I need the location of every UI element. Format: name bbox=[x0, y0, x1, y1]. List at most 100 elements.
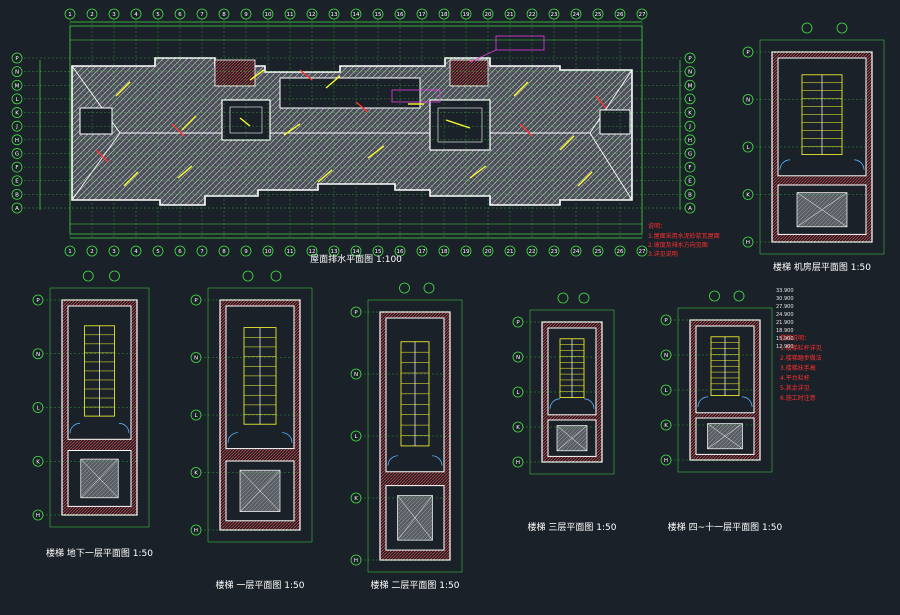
roof-axis-left-M: M bbox=[11, 79, 23, 91]
general-note-6: 6.施工时注意 bbox=[780, 394, 816, 402]
stair-1-axis-N: N bbox=[32, 348, 44, 360]
stair-5-axis-H: H bbox=[660, 454, 672, 466]
stair-0-axis-H: H bbox=[742, 236, 754, 248]
roof-axis-right-E: E bbox=[684, 175, 696, 187]
roof-axis-top-15: 15 bbox=[372, 8, 384, 20]
svg-text:P: P bbox=[516, 320, 520, 326]
roof-axis-left-G: G bbox=[11, 148, 23, 159]
svg-text:17: 17 bbox=[419, 12, 426, 18]
svg-text:H: H bbox=[36, 513, 40, 519]
svg-text:N: N bbox=[36, 352, 40, 358]
roof-axis-bottom-24: 24 bbox=[570, 245, 582, 257]
svg-text:L: L bbox=[36, 406, 40, 412]
stair-5-axis-K: K bbox=[660, 419, 672, 431]
general-note-2: 2.楼梯踏步做法 bbox=[780, 354, 822, 362]
general-note-4: 4.平台栏杆 bbox=[780, 374, 810, 382]
roof-axis-top-26: 26 bbox=[614, 8, 626, 20]
svg-text:L: L bbox=[746, 145, 750, 151]
roof-axis-left-L: L bbox=[11, 93, 23, 105]
elevation-0: 33.900 bbox=[776, 288, 794, 294]
svg-text:H: H bbox=[15, 138, 19, 144]
svg-text:12: 12 bbox=[309, 249, 316, 255]
stair-3-axis-P: P bbox=[350, 306, 362, 318]
svg-text:22: 22 bbox=[529, 249, 536, 255]
svg-text:27: 27 bbox=[639, 12, 646, 18]
roof-axis-top-16: 16 bbox=[394, 8, 406, 20]
roof-axis-top-27: 27 bbox=[636, 8, 648, 20]
svg-text:N: N bbox=[354, 372, 358, 378]
svg-text:K: K bbox=[664, 423, 668, 429]
general-note-5: 5.其余详见 bbox=[780, 384, 810, 392]
svg-text:22: 22 bbox=[529, 12, 536, 18]
roof-axis-bottom-3: 3 bbox=[108, 245, 120, 257]
svg-text:23: 23 bbox=[551, 249, 558, 255]
roof-axis-left-J: J bbox=[11, 120, 23, 132]
general-notes: 楼梯说明： 1.楼梯栏杆详见 2.楼梯踏步做法 3.楼梯扶手高 4.平台栏杆 5… bbox=[780, 334, 822, 402]
roof-axis-bottom-26: 26 bbox=[614, 245, 626, 257]
stair-5-top-bubble bbox=[709, 290, 720, 302]
roof-axis-bottom-21: 21 bbox=[504, 245, 516, 257]
stair-0-title: 楼梯 机房层平面图 1:50 bbox=[773, 261, 871, 273]
svg-text:15: 15 bbox=[375, 249, 382, 255]
svg-text:B: B bbox=[15, 192, 19, 198]
roof-axis-bottom-13: 13 bbox=[328, 245, 340, 257]
roof-axis-top-19: 19 bbox=[460, 8, 472, 20]
svg-text:K: K bbox=[194, 471, 198, 477]
roof-axis-right-G: G bbox=[684, 148, 696, 159]
roof-axis-bottom-20: 20 bbox=[482, 245, 494, 257]
roof-axis-top-18: 18 bbox=[438, 8, 450, 20]
roof-axis-top-25: 25 bbox=[592, 8, 604, 20]
roof-axis-top-10: 10 bbox=[262, 8, 274, 20]
svg-text:26: 26 bbox=[617, 249, 624, 255]
roof-axis-bottom-2: 2 bbox=[86, 245, 98, 257]
roof-axis-bottom-25: 25 bbox=[592, 245, 604, 257]
stair-0-axis-N: N bbox=[742, 94, 754, 105]
stair-5-axis-N: N bbox=[660, 349, 672, 361]
svg-text:K: K bbox=[354, 496, 358, 502]
svg-text:1: 1 bbox=[68, 249, 72, 255]
svg-text:K: K bbox=[516, 425, 520, 431]
svg-text:H: H bbox=[516, 460, 520, 466]
svg-text:4: 4 bbox=[134, 249, 138, 255]
stair-1-title: 楼梯 地下一层平面图 1:50 bbox=[46, 547, 153, 559]
svg-text:10: 10 bbox=[265, 249, 272, 255]
roof-axis-top-14: 14 bbox=[350, 8, 362, 20]
roof-axis-bottom-7: 7 bbox=[196, 245, 208, 257]
stair-4-axis-N: N bbox=[512, 351, 524, 363]
stair-0-axis-P: P bbox=[742, 46, 754, 58]
roof-axis-bottom-11: 11 bbox=[284, 245, 296, 257]
svg-text:L: L bbox=[516, 390, 520, 396]
roof-axis-bottom-17: 17 bbox=[416, 245, 428, 257]
svg-text:N: N bbox=[194, 356, 198, 362]
svg-text:14: 14 bbox=[353, 12, 360, 18]
elevation-4: 21.900 bbox=[776, 320, 794, 326]
svg-text:18: 18 bbox=[441, 249, 448, 255]
roof-axis-right-J: J bbox=[684, 120, 696, 132]
svg-text:N: N bbox=[516, 355, 520, 361]
svg-text:3: 3 bbox=[112, 12, 116, 18]
svg-text:9: 9 bbox=[244, 12, 248, 18]
roof-axis-top-13: 13 bbox=[328, 8, 340, 20]
stair-2-top-bubble-2 bbox=[270, 270, 282, 282]
svg-text:M: M bbox=[688, 83, 693, 89]
roof-axis-bottom-27: 27 bbox=[636, 245, 648, 257]
svg-text:25: 25 bbox=[595, 12, 602, 18]
svg-text:L: L bbox=[15, 97, 19, 103]
roof-axis-top-1: 1 bbox=[64, 8, 76, 20]
svg-text:10: 10 bbox=[265, 12, 272, 18]
stair-3-title: 楼梯 二层平面图 1:50 bbox=[371, 579, 460, 591]
stair-4-top-bubble bbox=[557, 292, 569, 304]
stair-0-axis-K: K bbox=[742, 189, 754, 200]
stair-plan-0: P N L K H 楼梯 机房层平面图 1:50 bbox=[742, 22, 885, 273]
svg-text:19: 19 bbox=[463, 12, 470, 18]
roof-axis-right-M: M bbox=[684, 79, 696, 91]
roof-axis-top-6: 6 bbox=[174, 8, 186, 20]
roof-axis-top-3: 3 bbox=[108, 8, 120, 20]
roof-note-3: 3.详见说明 bbox=[648, 250, 678, 258]
svg-text:12: 12 bbox=[309, 12, 316, 18]
general-note-3: 3.楼梯扶手高 bbox=[780, 364, 816, 372]
roof-axis-top-2: 2 bbox=[86, 8, 98, 20]
